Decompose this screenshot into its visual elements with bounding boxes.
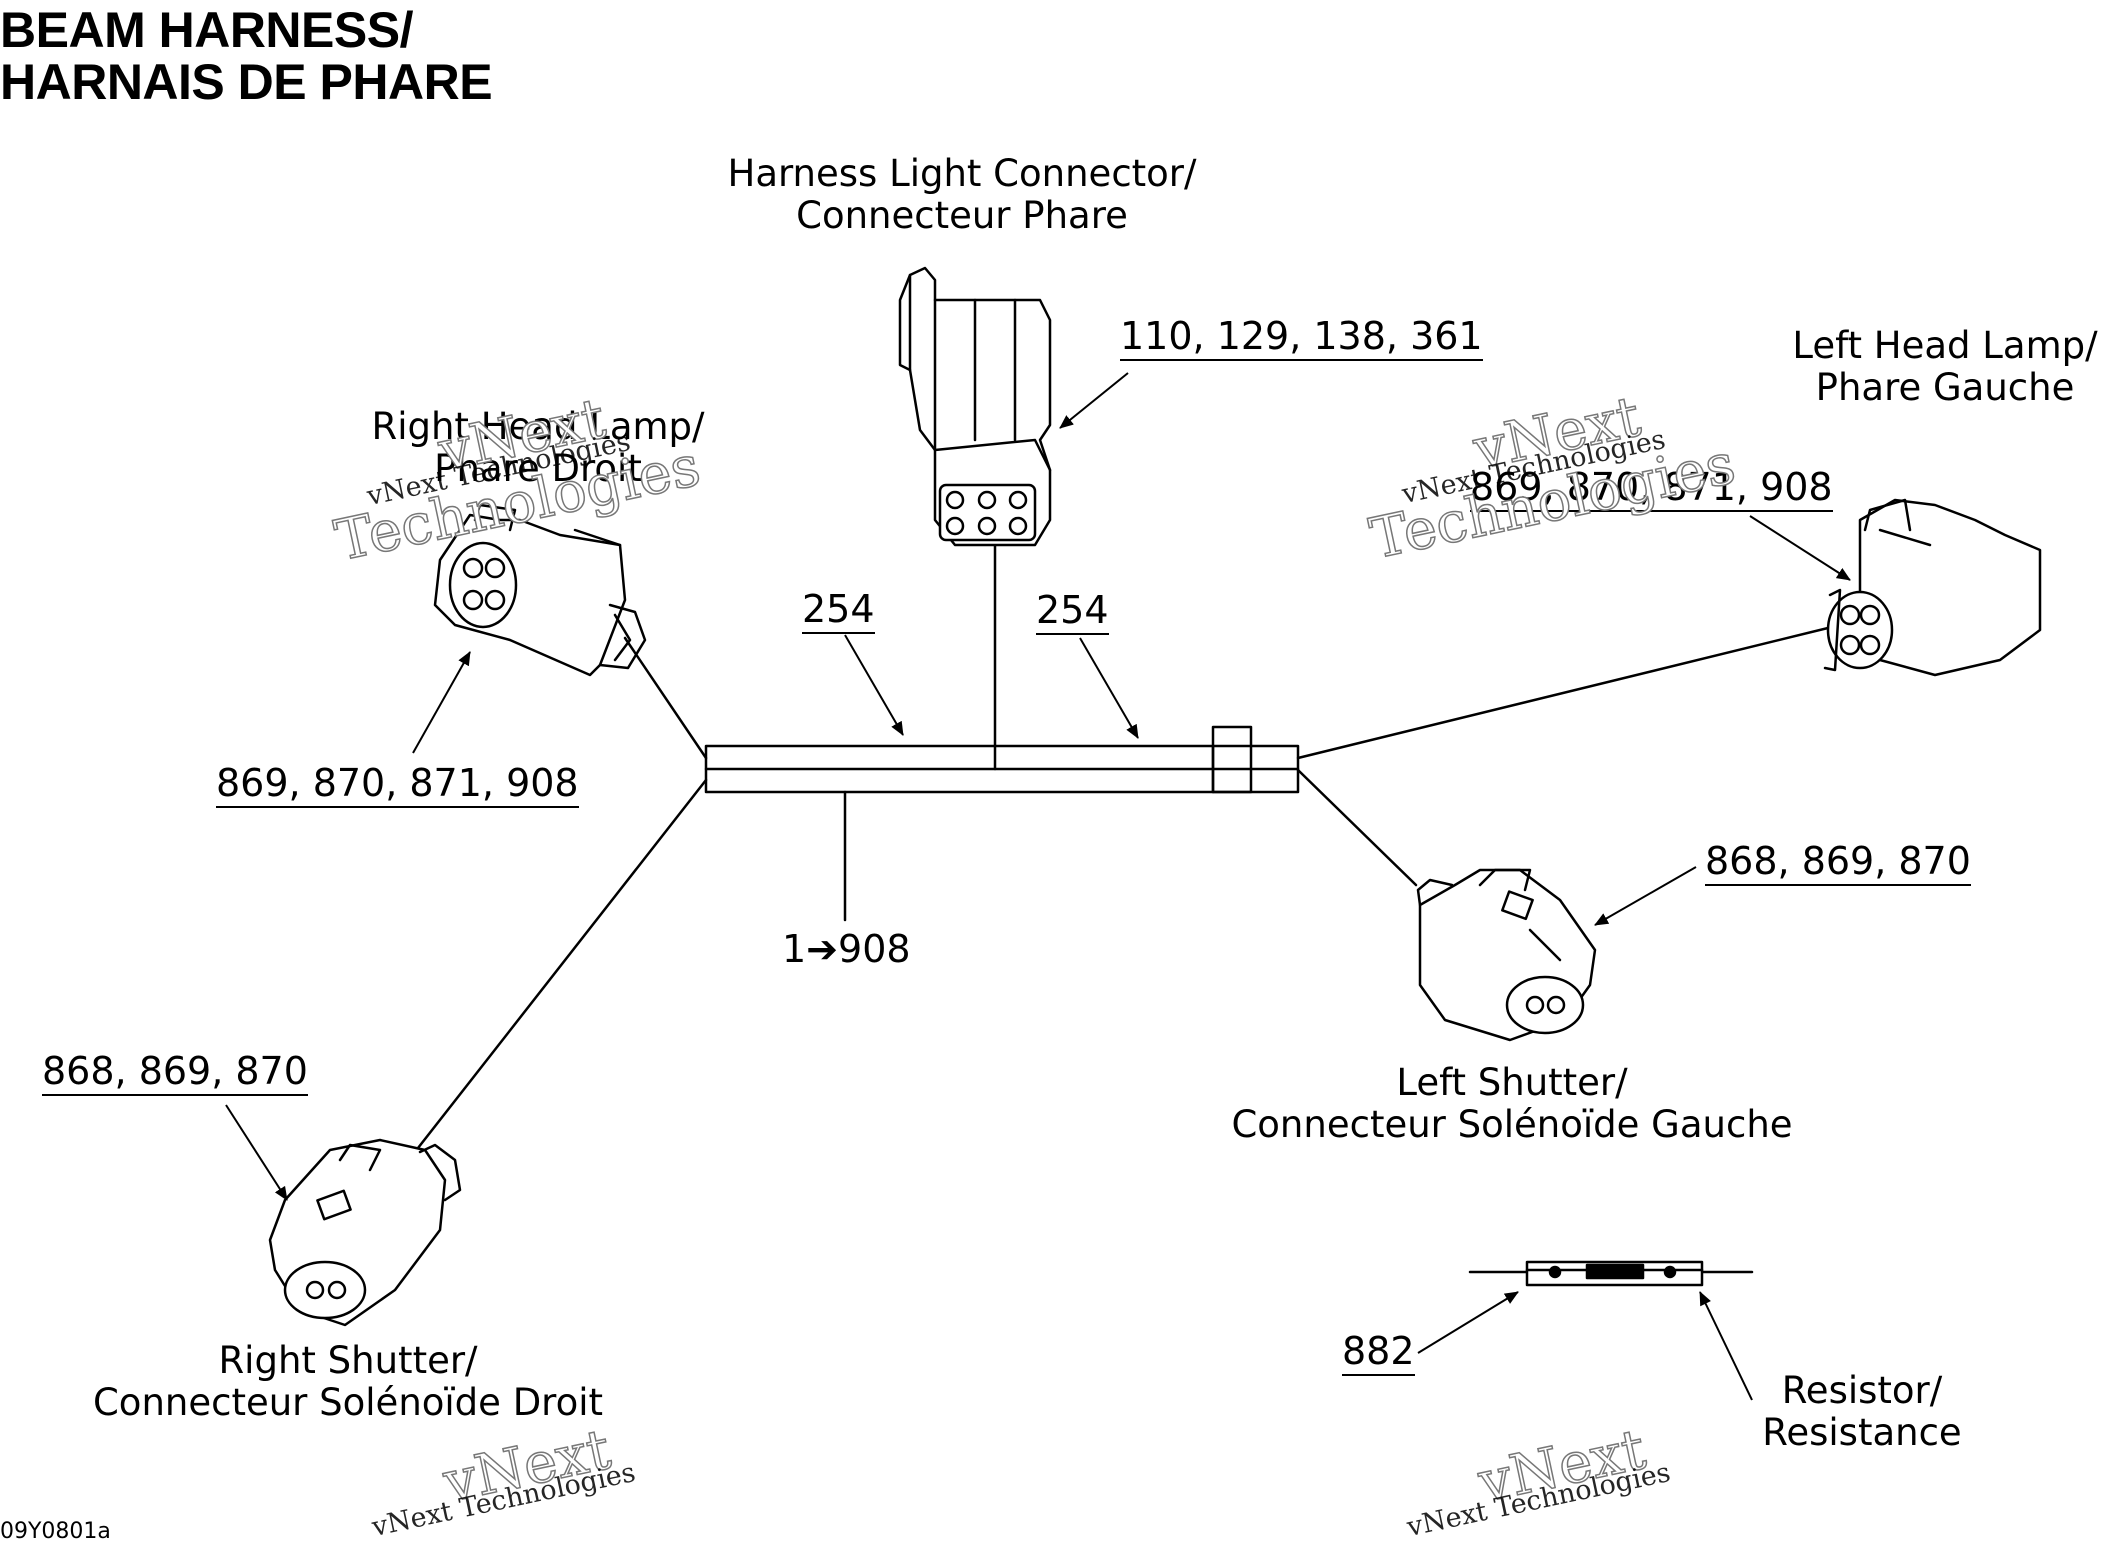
wire-to-left-lamp — [1296, 625, 1834, 760]
right-head-lamp-label: Right Head Lamp/ Phare Droit — [371, 405, 705, 490]
callout-left-branch: 254 — [802, 588, 875, 634]
harness-trunk — [704, 725, 1300, 794]
callout-right-branch: 254 — [1036, 589, 1109, 635]
leader-resistor-label — [1699, 1291, 1753, 1401]
leader-left-shutter-pins — [1594, 866, 1697, 926]
callout-connector-pins: 110, 129, 138, 361 — [1120, 315, 1483, 361]
leader-right-lamp-pins — [412, 651, 471, 754]
right-shutter-icon — [268, 1138, 462, 1327]
right-head-lamp-icon — [433, 503, 647, 677]
callout-right-shutter-pins: 868, 869, 870 — [42, 1050, 308, 1096]
wire-to-right-lamp — [623, 636, 708, 760]
leader-right-shutter-pins — [225, 1104, 288, 1201]
leader-left-branch — [844, 634, 904, 736]
left-shutter-label: Left Shutter/ Connecteur Solénoïde Gauch… — [1231, 1061, 1793, 1146]
leader-connector-pins — [1059, 372, 1129, 429]
right-shutter-label: Right Shutter/ Connecteur Solénoïde Droi… — [92, 1339, 604, 1424]
resistor-icon — [1468, 1260, 1754, 1287]
callout-left-shutter-pins: 868, 869, 870 — [1705, 840, 1971, 886]
title-line-1: BEAM HARNESS/ — [0, 2, 413, 58]
wire-to-left-shutter — [1296, 768, 1418, 887]
callout-harness-range: 1➔908 — [782, 927, 911, 971]
drawing-code: 09Y0801a — [0, 1519, 111, 1544]
left-head-lamp-icon — [1823, 498, 2042, 677]
leader-left-lamp-pins — [1749, 515, 1851, 581]
leader-right-branch — [1079, 637, 1139, 739]
left-shutter-icon — [1416, 868, 1597, 1042]
resistor-label: Resistor/ Resistance — [1762, 1369, 1962, 1454]
harness-light-connector-label: Harness Light Connector/ Connecteur Phar… — [727, 152, 1197, 237]
leader-resistor-part — [1417, 1291, 1519, 1354]
diagram-title: BEAM HARNESS/ HARNAIS DE PHARE — [0, 2, 493, 110]
callout-right-lamp-pins: 869, 870, 871, 908 — [216, 762, 579, 808]
callout-left-lamp-pins: 869, 870, 871, 908 — [1470, 466, 1833, 512]
harness-light-connector-icon — [898, 266, 1052, 547]
title-line-2: HARNAIS DE PHARE — [0, 54, 493, 110]
callout-resistor-part: 882 — [1342, 1330, 1415, 1376]
wire-to-right-shutter — [416, 778, 708, 1150]
left-head-lamp-label: Left Head Lamp/ Phare Gauche — [1792, 324, 2098, 409]
